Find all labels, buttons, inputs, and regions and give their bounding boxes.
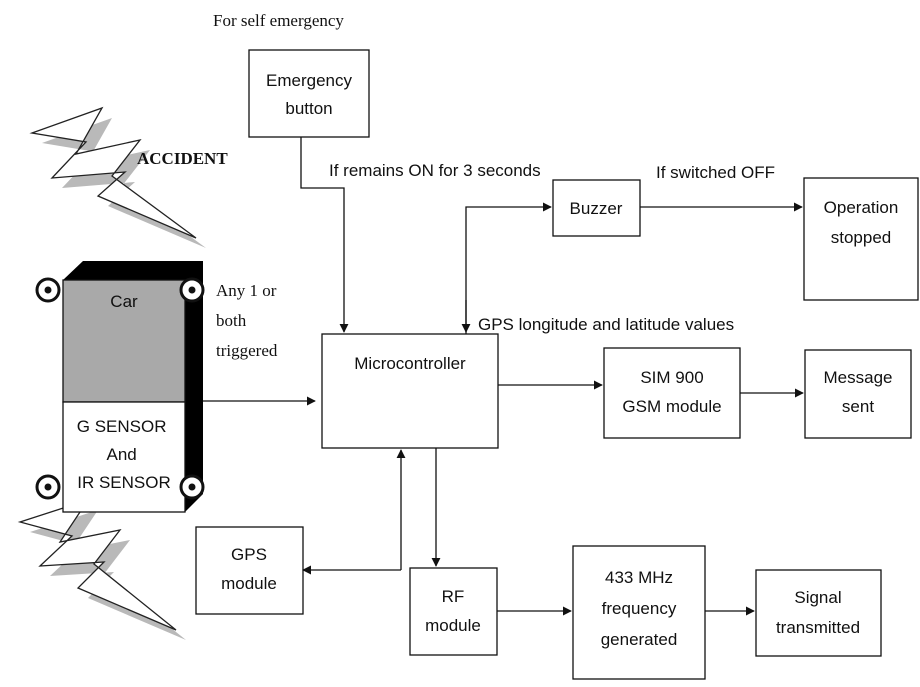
wheel-top-left-icon	[35, 277, 61, 303]
wheel-bottom-right-icon	[179, 474, 205, 500]
gps-values-annotation: GPS longitude and latitude values	[478, 315, 734, 334]
switched-off-annotation: If switched OFF	[656, 163, 775, 182]
svg-text:Buzzer: Buzzer	[570, 199, 623, 218]
car-unit: Car G SENSOR And IR SENSOR	[35, 261, 205, 513]
accident-annotation: ACCIDENT	[137, 149, 228, 168]
triggered-annotation: Any 1 or both triggered	[216, 281, 281, 360]
wheel-bottom-left-icon	[35, 474, 61, 500]
car-label: Car	[110, 292, 138, 311]
self-emergency-annotation: For self emergency	[213, 11, 344, 30]
sensors-label: G SENSOR And IR SENSOR	[77, 417, 171, 492]
svg-text:Microcontroller: Microcontroller	[354, 354, 466, 373]
wheel-top-right-icon	[179, 277, 205, 303]
microcontroller-block: Microcontroller	[321, 333, 499, 449]
car-body	[62, 279, 186, 403]
lightning-bolt-bottom-icon	[17, 498, 186, 640]
emergency-to-microcontroller-arrow	[300, 137, 349, 333]
microcontroller-buzzer-link	[465, 202, 552, 334]
remains-on-annotation: If remains ON for 3 seconds	[329, 161, 541, 180]
sensor-panel	[62, 401, 186, 513]
lightning-bolt-top-icon	[29, 106, 206, 248]
buzzer-block: Buzzer	[552, 179, 641, 237]
